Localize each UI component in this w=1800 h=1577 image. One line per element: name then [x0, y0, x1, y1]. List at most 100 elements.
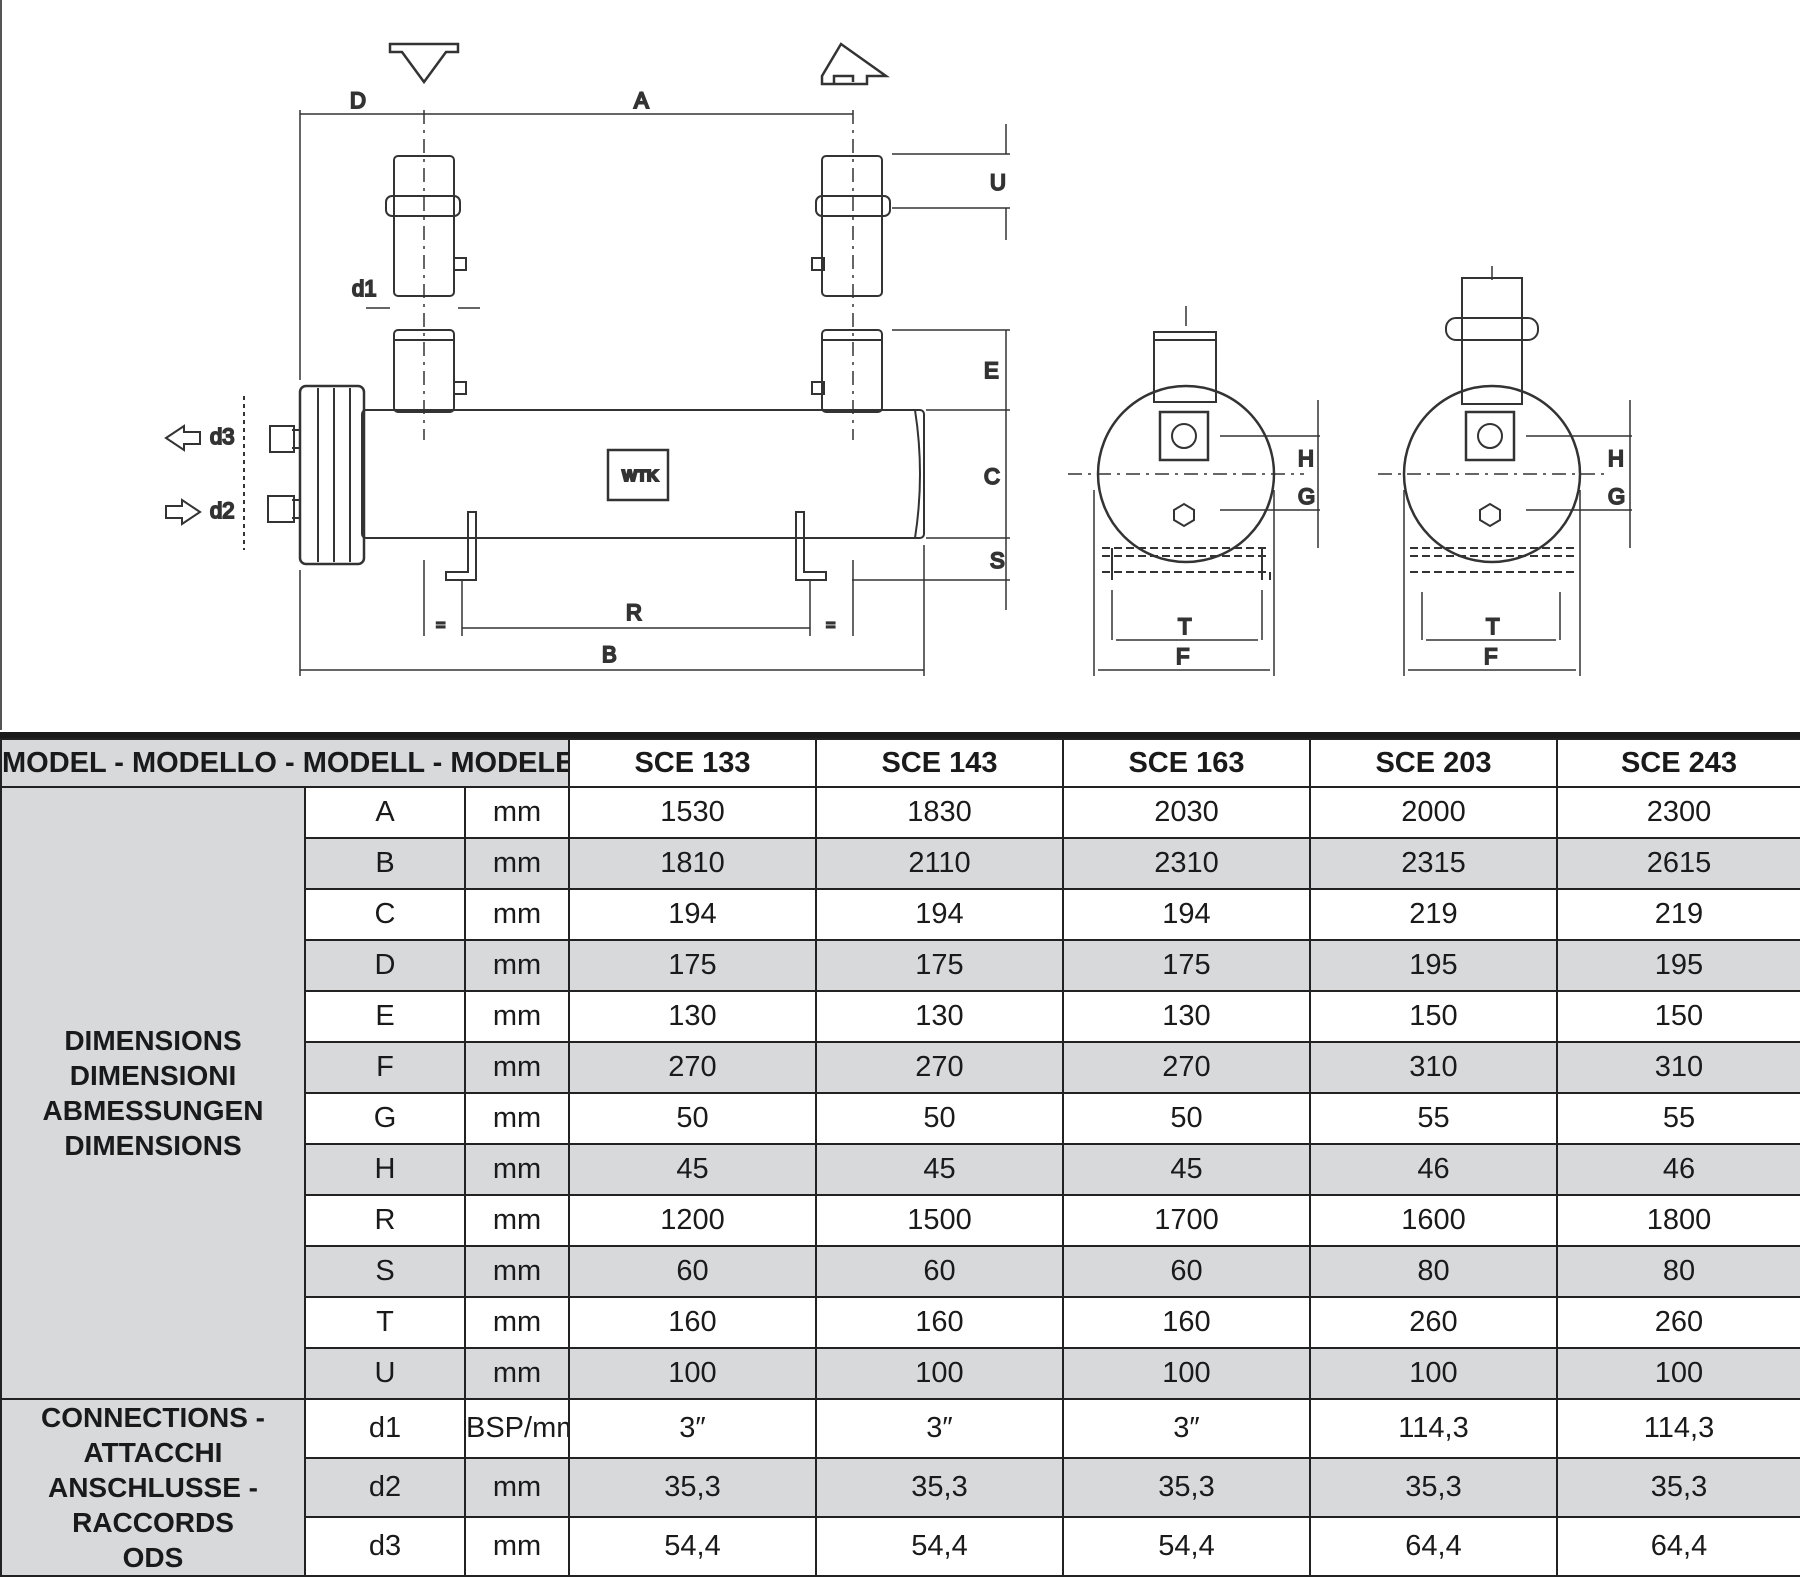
value-cell: 35,3: [1309, 1457, 1558, 1518]
value-cell: 1810: [568, 837, 817, 890]
value-cell: 55: [1309, 1092, 1558, 1145]
param-cell: A: [304, 786, 466, 839]
table-header-row: MODEL - MODELLO - MODELL - MODELE SCE 13…: [0, 738, 1800, 788]
technical-drawing: d3 d2 WTK D A d1 U: [0, 0, 1800, 730]
d2-label: d2: [210, 498, 234, 523]
model-col-1: SCE 133: [568, 738, 817, 788]
value-cell: 175: [815, 939, 1064, 992]
value-cell: 270: [1062, 1041, 1311, 1094]
value-cell: 54,4: [815, 1516, 1064, 1577]
dim-C-label: C: [984, 464, 1000, 489]
value-cell: 130: [1062, 990, 1311, 1043]
value-cell: 55: [1556, 1092, 1800, 1145]
dim-U-label: U: [990, 170, 1006, 195]
dim-S-label: S: [990, 548, 1005, 573]
dim-R-label: R: [626, 600, 642, 625]
value-cell: 100: [1556, 1347, 1800, 1400]
value-cell: 60: [568, 1245, 817, 1298]
group-label-line: ANSCHLUSSE - RACCORDS: [47, 1472, 258, 1538]
unit-cell: mm: [464, 786, 570, 839]
unit-cell: mm: [464, 1194, 570, 1247]
side-view: d3 d2 WTK D A d1 U: [164, 42, 1010, 676]
value-cell: 64,4: [1556, 1516, 1800, 1577]
dim-A-label: A: [634, 88, 649, 113]
value-cell: 1700: [1062, 1194, 1311, 1247]
unit-cell: mm: [464, 1092, 570, 1145]
model-col-3: SCE 163: [1062, 738, 1311, 788]
param-cell: B: [304, 837, 466, 890]
value-cell: 270: [568, 1041, 817, 1094]
unit-cell: BSP/mm: [464, 1398, 570, 1459]
dimensions-table: MODEL - MODELLO - MODELL - MODELE SCE 13…: [0, 738, 1800, 1577]
value-cell: 60: [815, 1245, 1064, 1298]
value-cell: 64,4: [1309, 1516, 1558, 1577]
unit-cell: mm: [464, 1347, 570, 1400]
value-cell: 80: [1556, 1245, 1800, 1298]
value-cell: 35,3: [1556, 1457, 1800, 1518]
d1-label: d1: [352, 276, 376, 301]
value-cell: 219: [1556, 888, 1800, 941]
dim-T-label: T: [1178, 614, 1191, 639]
value-cell: 219: [1309, 888, 1558, 941]
value-cell: 3″: [1062, 1398, 1311, 1459]
value-cell: 54,4: [568, 1516, 817, 1577]
value-cell: 114,3: [1309, 1398, 1558, 1459]
param-cell: d2: [304, 1457, 466, 1518]
param-cell: R: [304, 1194, 466, 1247]
value-cell: 195: [1309, 939, 1558, 992]
end-view-sce-203-243: T F H G: [1378, 266, 1632, 676]
dim-F2-label: F: [1484, 644, 1497, 669]
value-cell: 1500: [815, 1194, 1064, 1247]
value-cell: 2110: [815, 837, 1064, 890]
inlet-arrow-icon: [388, 42, 460, 85]
unit-cell: mm: [464, 888, 570, 941]
value-cell: 175: [568, 939, 817, 992]
value-cell: 310: [1556, 1041, 1800, 1094]
value-cell: 3″: [568, 1398, 817, 1459]
value-cell: 2315: [1309, 837, 1558, 890]
value-cell: 45: [1062, 1143, 1311, 1196]
value-cell: 100: [568, 1347, 817, 1400]
model-col-4: SCE 203: [1309, 738, 1558, 788]
value-cell: 150: [1556, 990, 1800, 1043]
value-cell: 1830: [815, 786, 1064, 839]
frame-left-rule: [0, 0, 2, 730]
value-cell: 50: [1062, 1092, 1311, 1145]
value-cell: 2615: [1556, 837, 1800, 890]
unit-cell: mm: [464, 990, 570, 1043]
param-cell: U: [304, 1347, 466, 1400]
param-cell: C: [304, 888, 466, 941]
param-cell: T: [304, 1296, 466, 1349]
unit-cell: mm: [464, 939, 570, 992]
param-cell: G: [304, 1092, 466, 1145]
model-header: MODEL - MODELLO - MODELL - MODELE: [0, 738, 570, 788]
group-label-line: CONNECTIONS - ATTACCHI: [41, 1402, 265, 1468]
dim-D-label: D: [350, 88, 366, 113]
table-top-rule: [0, 732, 1800, 738]
value-cell: 50: [568, 1092, 817, 1145]
value-cell: 114,3: [1556, 1398, 1800, 1459]
value-cell: 150: [1309, 990, 1558, 1043]
value-cell: 50: [815, 1092, 1064, 1145]
value-cell: 195: [1556, 939, 1800, 992]
value-cell: 35,3: [815, 1457, 1064, 1518]
value-cell: 46: [1309, 1143, 1558, 1196]
group-label-line: DIMENSIONI: [69, 1060, 237, 1091]
group-label-line: ODS: [122, 1542, 184, 1573]
value-cell: 60: [1062, 1245, 1311, 1298]
value-cell: 160: [1062, 1296, 1311, 1349]
unit-cell: mm: [464, 1245, 570, 1298]
value-cell: 54,4: [1062, 1516, 1311, 1577]
value-cell: 2030: [1062, 786, 1311, 839]
unit-cell: mm: [464, 1041, 570, 1094]
